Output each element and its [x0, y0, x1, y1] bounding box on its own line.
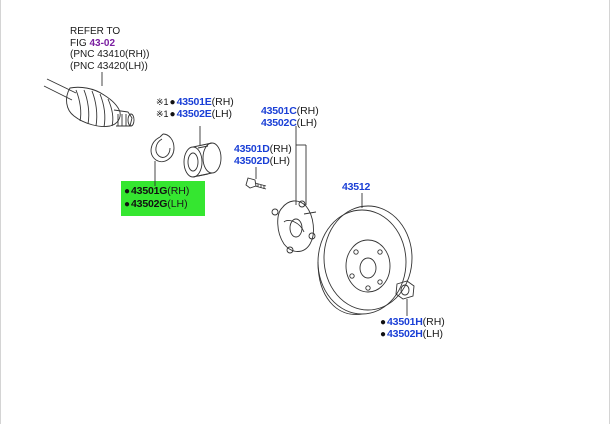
reference-line-1: REFER TO — [70, 26, 121, 37]
callout-bearing-lh[interactable]: ※1●43502E(LH) — [156, 108, 233, 120]
callout-disc[interactable]: 43512 — [342, 181, 370, 193]
callout-bearing-rh[interactable]: ※1●43501E(RH) — [156, 96, 234, 108]
callout-hub-bolt-rh[interactable]: 43501D(RH) — [234, 143, 292, 155]
part-number-snap-ring-rh[interactable]: 43501G — [131, 185, 168, 197]
part-number-hub-bolt-lh[interactable]: 43502D — [234, 155, 270, 167]
reference-line-2: FIG 43-02 — [70, 37, 116, 49]
callout-hub-bolt-lh[interactable]: 43502D(LH) — [234, 155, 291, 167]
reference-line-4: (PNC 43420(LH)) — [70, 60, 148, 72]
reference-line-3: (PNC 43410(RH)) — [70, 49, 150, 60]
drive-shaft-drawing — [43, 72, 135, 128]
callout-nut-lh[interactable]: ●43502H(LH) — [380, 328, 444, 340]
part-number-nut-lh[interactable]: 43502H — [387, 328, 423, 340]
callout-hub-rh[interactable]: 43501C(RH) — [261, 105, 319, 117]
dot-marker: ● — [124, 199, 131, 210]
part-number-nut-rh[interactable]: 43501H — [387, 316, 423, 328]
dot-marker: ● — [124, 186, 131, 197]
left-frame-border — [0, 0, 1, 424]
bearing-drawing — [183, 126, 222, 178]
part-number-disc[interactable]: 43512 — [342, 181, 371, 193]
hub-bolt-drawing — [245, 167, 267, 190]
hub-nut-drawing — [395, 280, 415, 316]
wheel-hub-drawing — [271, 126, 317, 254]
dot-marker: ● — [380, 329, 387, 340]
callout-hub-lh[interactable]: 43502C(LH) — [261, 117, 318, 129]
part-number-hub-rh[interactable]: 43501C — [261, 105, 297, 117]
part-number-hub-bolt-rh[interactable]: 43501D — [234, 143, 270, 155]
figure-link[interactable]: 43-02 — [89, 37, 116, 49]
reference-note: REFER TO FIG 43-02 (PNC 43410(RH)) (PNC … — [70, 26, 149, 72]
callout-snap-ring-lh[interactable]: ●43502G(LH) — [124, 198, 188, 210]
part-number-bearing-rh[interactable]: 43501E — [176, 96, 212, 108]
brake-disc-drawing — [317, 193, 413, 315]
callout-nut-rh[interactable]: ●43501H(RH) — [380, 316, 445, 328]
selected-part-highlight — [121, 181, 205, 216]
part-number-snap-ring-lh[interactable]: 43502G — [131, 198, 168, 210]
snap-ring-drawing — [150, 133, 175, 186]
dot-marker: ● — [169, 109, 176, 120]
callout-snap-ring-rh[interactable]: ●43501G(RH) — [124, 185, 190, 197]
part-number-hub-lh[interactable]: 43502C — [261, 117, 297, 129]
dot-marker: ● — [169, 97, 176, 108]
dot-marker: ● — [380, 317, 387, 328]
part-number-bearing-lh[interactable]: 43502E — [176, 108, 212, 120]
